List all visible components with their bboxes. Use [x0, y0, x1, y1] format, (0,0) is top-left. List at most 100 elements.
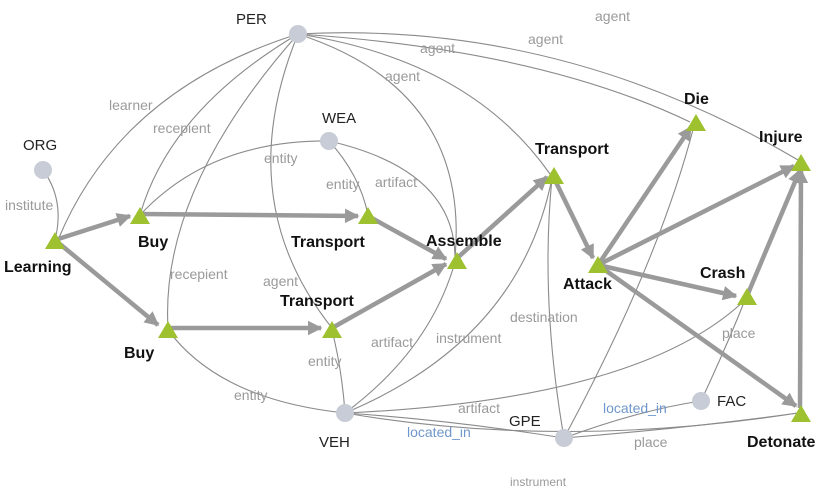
- event-label-transport3: Transport: [535, 141, 609, 158]
- argument-label: place: [722, 325, 756, 341]
- edge-per-transport3: [297, 33, 551, 175]
- argument-label: agent: [528, 31, 563, 47]
- edge-buy1-transport1: [139, 208, 360, 224]
- entity-label-gpe: GPE: [509, 413, 541, 430]
- argument-label: learner: [109, 97, 153, 113]
- event-node-assemble[interactable]: [447, 252, 467, 269]
- edge-attack-die: [596, 125, 693, 267]
- event-node-crash[interactable]: [737, 288, 757, 305]
- edge-learning-buy2: [53, 238, 160, 327]
- entity-node-org[interactable]: [34, 161, 52, 179]
- entity-labels: PER ORG WEA VEH GPE FAC: [23, 11, 746, 451]
- edge-per-die: [297, 33, 691, 123]
- argument-label: artifact: [375, 174, 417, 190]
- entity-label-veh: VEH: [319, 434, 350, 451]
- edge-per-assemble: [297, 33, 457, 259]
- argument-label: entity: [308, 353, 341, 369]
- argument-label: entity: [264, 150, 297, 166]
- event-label-transport2: Transport: [280, 293, 354, 310]
- edge-learning-buy1: [54, 213, 132, 243]
- argument-label: entity: [326, 176, 359, 192]
- edge-attack-detonate: [596, 263, 798, 408]
- relation-label: located_in: [603, 400, 667, 416]
- edge-detonate-injure: [793, 168, 809, 409]
- edge-per-learning: [57, 33, 299, 241]
- event-label-transport1: Transport: [291, 234, 365, 251]
- event-label-crash: Crash: [700, 265, 745, 282]
- argument-label: agent: [595, 8, 630, 24]
- argument-label: agent: [420, 40, 455, 56]
- argument-label: agent: [385, 68, 420, 84]
- event-labels: Learning Buy Buy Transport Transport Ass…: [4, 91, 816, 451]
- edge-wea-transport1: [328, 140, 369, 216]
- event-label-buy1: Buy: [138, 234, 168, 251]
- edge-gpe-transport3: [547, 177, 565, 439]
- entity-node-veh[interactable]: [336, 404, 354, 422]
- edge-veh-transport3: [344, 177, 553, 414]
- relation-label: located_in: [407, 424, 471, 440]
- argument-label: instrument: [510, 475, 567, 489]
- event-node-buy2[interactable]: [158, 321, 178, 338]
- entity-node-wea[interactable]: [320, 132, 338, 150]
- entity-label-org: ORG: [23, 137, 57, 154]
- entity-node-fac[interactable]: [692, 392, 710, 410]
- edge-transport1-assemble: [366, 214, 448, 261]
- event-node-transport2[interactable]: [322, 321, 342, 338]
- edge-wea-assemble: [328, 140, 456, 259]
- edge-per-buy1: [139, 33, 299, 216]
- argument-label: artifact: [458, 400, 500, 416]
- edge-gpe-veh: [344, 412, 565, 439]
- argument-label: agent: [263, 273, 298, 289]
- event-node-detonate[interactable]: [791, 405, 811, 422]
- argument-label: destination: [510, 309, 578, 325]
- edge-gpe-fac: [563, 400, 702, 439]
- argument-label: recepient: [153, 120, 211, 136]
- edge-veh-assemble: [344, 261, 456, 414]
- edge-gpe-detonate: [563, 412, 799, 439]
- event-label-detonate: Detonate: [747, 434, 816, 451]
- event-nodes: [45, 114, 811, 422]
- edge-crash-injure: [744, 168, 803, 297]
- event-label-die: Die: [684, 91, 709, 108]
- argument-label: institute: [5, 197, 53, 213]
- entity-label-per: PER: [236, 11, 267, 28]
- entity-label-wea: WEA: [322, 110, 356, 127]
- edge-veh-crash: [344, 299, 746, 414]
- event-node-die[interactable]: [686, 114, 706, 131]
- entity-node-gpe[interactable]: [555, 429, 573, 447]
- edge-attack-crash: [597, 262, 738, 301]
- event-node-transport1[interactable]: [358, 207, 378, 224]
- event-label-injure: Injure: [759, 129, 803, 146]
- entity-label-fac: FAC: [717, 393, 746, 410]
- edge-per-buy2: [167, 33, 299, 329]
- event-label-learning: Learning: [4, 259, 72, 276]
- edge-attack-injure: [596, 163, 796, 268]
- edge-veh-transport2: [331, 329, 346, 414]
- argument-label: entity: [234, 387, 267, 403]
- event-label-assemble: Assemble: [426, 233, 502, 250]
- argument-label: instrument: [436, 330, 501, 346]
- relation-labels: located_in located_in: [407, 400, 667, 440]
- argument-label: recepient: [170, 266, 228, 282]
- event-edges: [53, 125, 809, 409]
- edge-transport2-assemble: [330, 262, 448, 330]
- entity-node-per[interactable]: [289, 25, 307, 43]
- event-node-transport3[interactable]: [544, 167, 564, 184]
- edge-veh-buy2: [167, 329, 346, 414]
- event-node-learning[interactable]: [45, 232, 65, 249]
- edge-per-transport2: [270, 33, 333, 329]
- edge-transport3-attack: [549, 173, 596, 260]
- event-label-attack: Attack: [563, 276, 612, 293]
- edge-assemble-transport3: [453, 175, 549, 262]
- event-label-buy2: Buy: [124, 345, 154, 362]
- entity-nodes: [34, 25, 710, 447]
- event-node-buy1[interactable]: [130, 207, 150, 224]
- edge-gpe-die: [563, 121, 696, 439]
- argument-label: artifact: [371, 334, 413, 350]
- event-node-injure[interactable]: [791, 154, 811, 171]
- argument-labels: agent agent agent agent agent learner re…: [5, 8, 756, 489]
- edge-fac-crash: [700, 299, 746, 402]
- argument-label: place: [634, 434, 668, 450]
- event-node-attack[interactable]: [588, 256, 608, 273]
